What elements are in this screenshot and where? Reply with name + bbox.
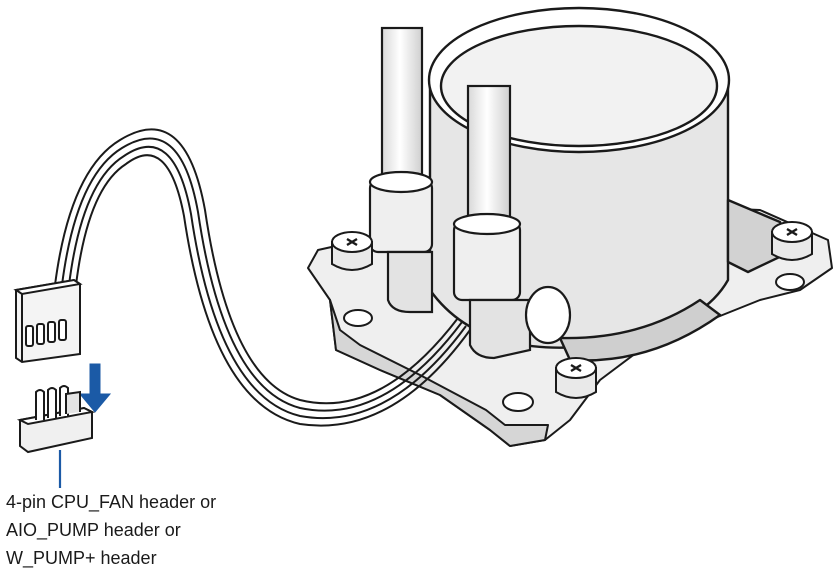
header-caption: 4-pin CPU_FAN header or AIO_PUMP header … xyxy=(6,488,216,572)
caption-line-2: AIO_PUMP header or xyxy=(6,520,181,540)
mounting-screw-icon xyxy=(331,221,813,399)
fan-connector-plug xyxy=(13,278,83,364)
motherboard-header-pins xyxy=(16,385,96,454)
caption-line-3: W_PUMP+ header xyxy=(6,548,157,568)
coolant-tubes xyxy=(368,26,572,360)
caption-line-1: 4-pin CPU_FAN header or xyxy=(6,492,217,512)
down-arrow-icon xyxy=(78,363,112,413)
pump-cable xyxy=(54,128,471,427)
